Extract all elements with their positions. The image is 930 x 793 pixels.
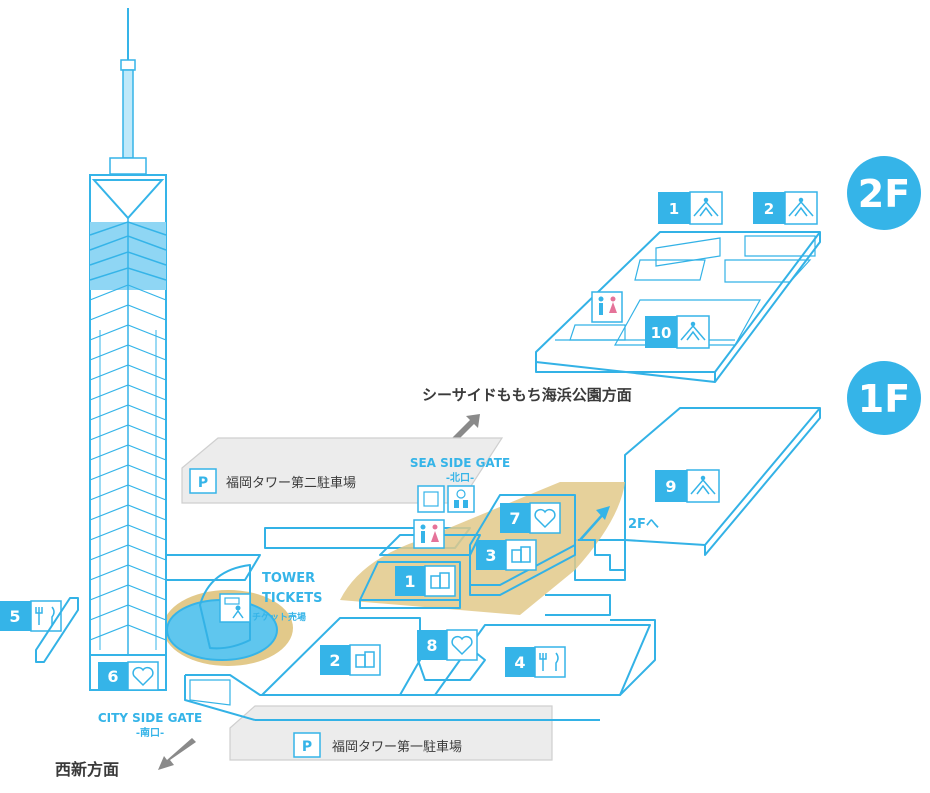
marker-1[interactable]: 1 [395, 565, 456, 597]
ticket-icon [219, 593, 251, 623]
shop-block-4 [434, 624, 651, 696]
svg-text:1: 1 [404, 572, 415, 591]
svg-text:8: 8 [426, 636, 437, 655]
svg-text:福岡タワー第一駐車場: 福岡タワー第一駐車場 [332, 740, 462, 755]
marker-9[interactable]: 9 [655, 469, 720, 503]
marker-5[interactable]: 5 [0, 600, 62, 632]
direction-seaside-park: シーサイドももち海浜公園方面 [422, 386, 632, 404]
svg-text:-南口-: -南口- [136, 726, 164, 739]
floor-plan-2f [535, 231, 821, 383]
svg-text:3: 3 [485, 546, 496, 565]
svg-text:1F: 1F [858, 377, 910, 421]
svg-text:9: 9 [665, 477, 676, 496]
event-space-icon [693, 197, 719, 217]
svg-text:CITY SIDE GATE: CITY SIDE GATE [98, 711, 202, 725]
svg-text:5: 5 [9, 607, 20, 626]
arrow-up-right-icon [450, 414, 480, 444]
marker-11[interactable]: 2 [753, 191, 818, 225]
restroom-icon [413, 519, 445, 549]
atm-icon [447, 485, 475, 513]
heart-icon [534, 508, 556, 529]
service-kiosk [379, 534, 481, 556]
stairs-to-2f[interactable]: 2Fへ [578, 506, 659, 571]
marker-7[interactable]: 7 [500, 502, 561, 534]
marker-6[interactable]: 6 [98, 661, 159, 691]
floor-badge-2f[interactable]: 2F [847, 156, 921, 230]
restaurant-icon [35, 606, 55, 625]
shop-block-2 [261, 617, 421, 696]
marker-3[interactable]: 3 [476, 539, 537, 571]
sea-side-gate[interactable]: SEA SIDE GATE -北口- [410, 456, 510, 484]
coin-locker-icon [417, 485, 445, 513]
svg-text:6: 6 [107, 667, 118, 686]
marker-10[interactable]: 10 [645, 315, 710, 349]
heart-icon [451, 635, 473, 656]
svg-text:TOWER: TOWER [262, 571, 315, 586]
event-hall-9 [624, 407, 821, 556]
svg-text:1: 1 [669, 200, 679, 218]
direction-nishijin: 西新方面 [55, 760, 119, 779]
svg-text:2Fへ: 2Fへ [628, 517, 659, 532]
parking-icon: P [198, 475, 208, 491]
restaurant-5-building [35, 597, 79, 663]
parking-lot-1: P 福岡タワー第一駐車場 [229, 705, 553, 761]
shop-block-3-7 [469, 494, 576, 596]
svg-text:4: 4 [514, 653, 525, 672]
shopping-bag-icon [430, 572, 450, 589]
event-space-icon [680, 321, 706, 341]
fukuoka-tower [89, 8, 167, 691]
shop-block-1 [359, 561, 461, 609]
event-space-icon [690, 475, 716, 495]
city-side-gate[interactable]: CITY SIDE GATE -南口- [98, 711, 202, 739]
svg-text:2: 2 [329, 651, 340, 670]
floor-badge-1f[interactable]: 1F [847, 361, 921, 435]
shopping-bag-icon [355, 651, 375, 668]
restaurant-icon [539, 652, 559, 671]
marker-8[interactable]: 8 [417, 629, 478, 661]
svg-text:-北口-: -北口- [446, 471, 474, 484]
parking-icon: P [302, 739, 312, 755]
shopping-bag-icon [511, 546, 531, 563]
marker-4[interactable]: 4 [505, 646, 566, 678]
svg-text:チケット売場: チケット売場 [252, 611, 306, 623]
svg-text:福岡タワー第二駐車場: 福岡タワー第二駐車場 [226, 476, 356, 491]
marker-12[interactable]: 1 [658, 191, 723, 225]
svg-text:2: 2 [764, 200, 774, 218]
arrow-down-left-icon [158, 738, 196, 770]
svg-text:7: 7 [509, 509, 520, 528]
svg-text:10: 10 [651, 324, 672, 342]
svg-text:SEA SIDE GATE: SEA SIDE GATE [410, 456, 510, 470]
event-space-icon [788, 197, 814, 217]
restroom-icon [591, 291, 623, 323]
heart-icon [132, 666, 154, 687]
tower-tickets-label[interactable]: TOWER TICKETS チケット売場 [252, 571, 322, 623]
svg-text:2F: 2F [858, 172, 910, 216]
svg-text:TICKETS: TICKETS [262, 591, 322, 606]
marker-2[interactable]: 2 [320, 644, 381, 676]
